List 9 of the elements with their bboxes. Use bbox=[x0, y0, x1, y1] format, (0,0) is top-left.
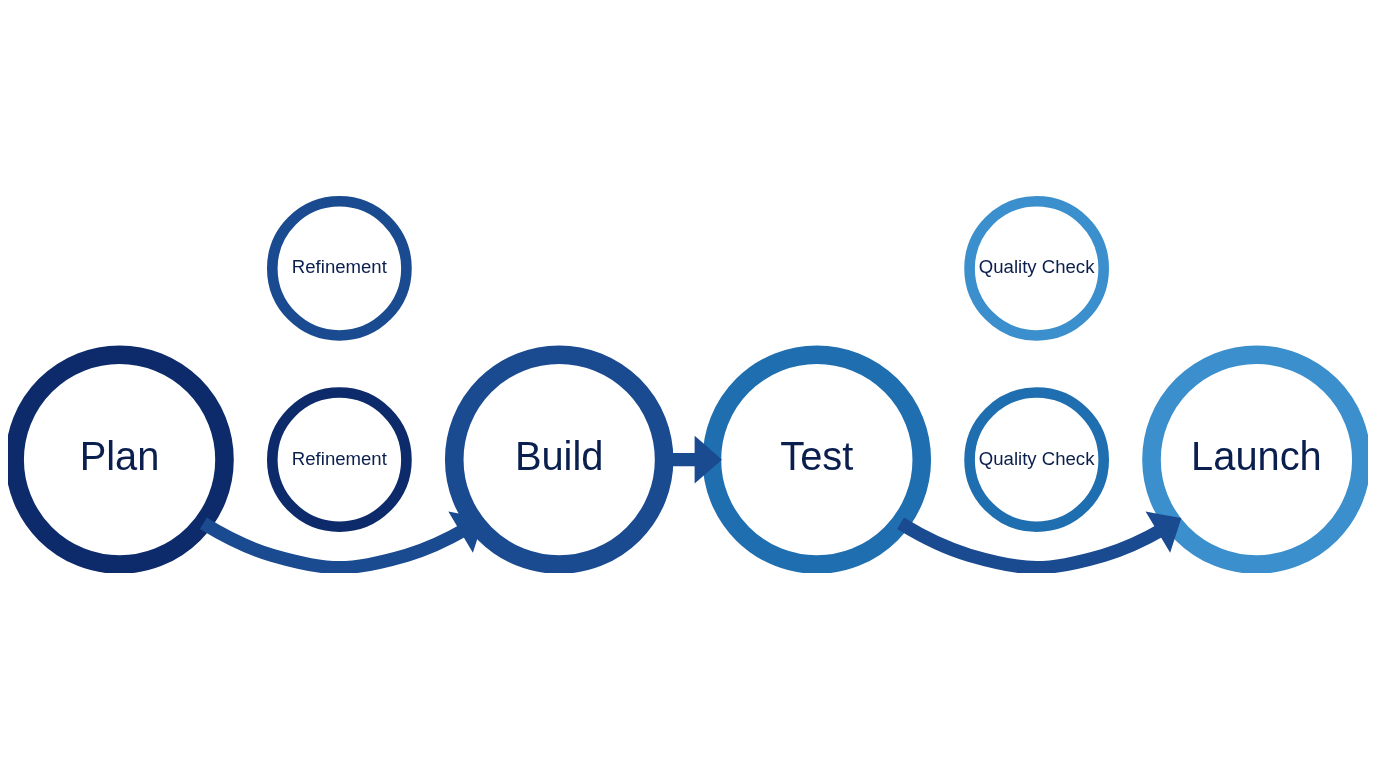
node-circle: Refinement bbox=[267, 386, 412, 532]
node-circle: Refinement bbox=[267, 195, 412, 341]
node-circle: Plan bbox=[8, 344, 234, 573]
arrow bbox=[199, 511, 485, 573]
node-circle: Build bbox=[444, 344, 674, 573]
node-circle: Quality Check bbox=[964, 195, 1109, 341]
arrow bbox=[897, 511, 1182, 573]
node-circle: Quality Check bbox=[964, 386, 1109, 532]
node-circle: Test bbox=[702, 344, 932, 573]
